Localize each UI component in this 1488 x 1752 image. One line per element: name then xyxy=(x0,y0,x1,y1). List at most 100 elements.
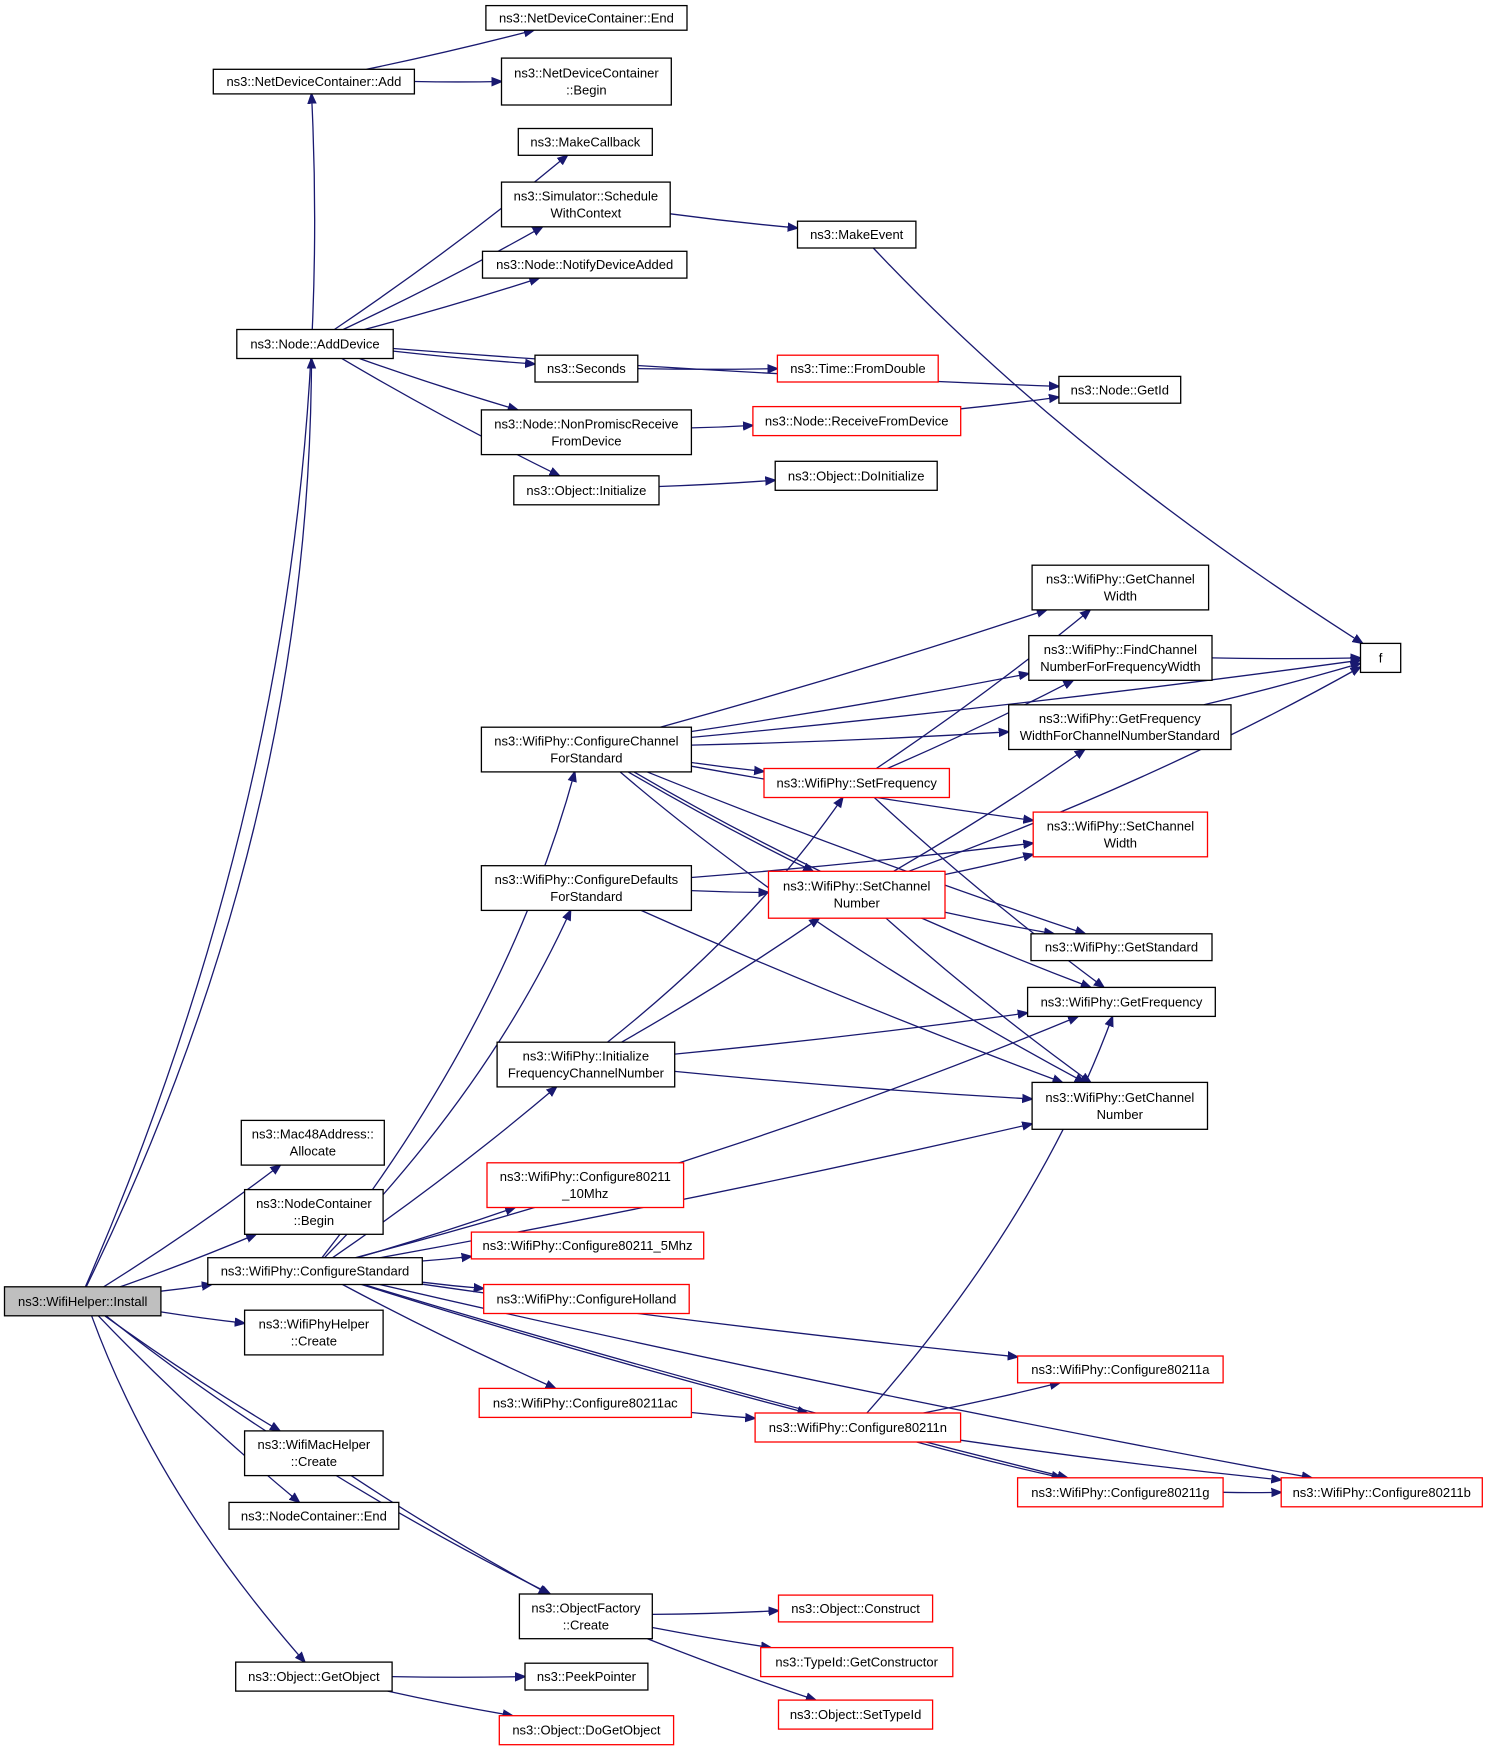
edge-n14-n15 xyxy=(658,480,775,488)
node-ns3-wifimachelper-create[interactable]: ns3::WifiMacHelper::Create xyxy=(243,1430,384,1477)
node-ns3-wifihelper-install[interactable]: ns3::WifiHelper::Install xyxy=(3,1286,162,1317)
edge-n0-n29 xyxy=(103,1165,281,1288)
edge-n33-n40 xyxy=(363,1283,1068,1478)
node-label: ns3::WifiPhy::SetChannel xyxy=(783,879,931,894)
node-ns3-wifiphy-configurechannelforstandard[interactable]: ns3::WifiPhy::ConfigureChannelForStandar… xyxy=(480,726,693,773)
node-ns3-wifiphy-configure80211-5mhz[interactable]: ns3::WifiPhy::Configure80211_5Mhz xyxy=(470,1231,705,1260)
node-ns3-wifiphy-setfrequency[interactable]: ns3::WifiPhy::SetFrequency xyxy=(763,767,951,799)
node-ns3-netdevicecontainer-end[interactable]: ns3::NetDeviceContainer::End xyxy=(485,4,688,31)
node-label: ns3::WifiPhy::Configure80211 xyxy=(500,1169,671,1184)
node-box xyxy=(754,1412,962,1443)
node-label: ::Begin xyxy=(566,83,606,98)
node-box xyxy=(500,181,671,228)
node-ns3-time-fromdouble[interactable]: ns3::Time::FromDouble xyxy=(776,354,939,383)
node-ns3-netdevicecontainer-begin[interactable]: ns3::NetDeviceContainer::Begin xyxy=(500,57,672,106)
node-box xyxy=(243,1188,384,1235)
node-ns3-mac48address-allocate[interactable]: ns3::Mac48Address::Allocate xyxy=(240,1119,385,1166)
node-ns3-wifiphy-configuredefaultsforstandard[interactable]: ns3::WifiPhy::ConfigureDefaultsForStanda… xyxy=(480,865,693,912)
node-label: ns3::Simulator::Schedule xyxy=(514,188,659,203)
node-ns3-wifiphy-configure80211ac[interactable]: ns3::WifiPhy::Configure80211ac xyxy=(478,1387,693,1419)
node-ns3-wifiphyhelper-create[interactable]: ns3::WifiPhyHelper::Create xyxy=(243,1309,384,1356)
edge-n20-n16 xyxy=(691,660,1360,739)
node-ns3-wifiphy-configure80211b[interactable]: ns3::WifiPhy::Configure80211b xyxy=(1280,1477,1483,1508)
edge-n33-n26 xyxy=(355,1017,1078,1259)
edge-n33-n37 xyxy=(342,1283,556,1389)
node-ns3-wifiphy-configurestandard[interactable]: ns3::WifiPhy::ConfigureStandard xyxy=(207,1257,423,1286)
edge-n21-n26 xyxy=(873,797,1104,988)
node-ns3-makecallback[interactable]: ns3::MakeCallback xyxy=(517,127,653,156)
edge-n33-n38 xyxy=(361,1283,808,1414)
node-box xyxy=(774,460,938,491)
node-ns3-wifiphy-configureholland[interactable]: ns3::WifiPhy::ConfigureHolland xyxy=(483,1283,690,1315)
node-ns3-object-doinitialize[interactable]: ns3::Object::DoInitialize xyxy=(774,460,938,491)
edge-n4-n8 xyxy=(364,278,539,331)
node-ns3-object-construct[interactable]: ns3::Object::Construct xyxy=(777,1594,934,1623)
node-box xyxy=(1030,933,1213,962)
edge-n0-n31 xyxy=(119,1234,256,1288)
node-box xyxy=(240,1119,385,1166)
node-ns3-seconds[interactable]: ns3::Seconds xyxy=(534,354,639,383)
node-ns3-node-getid[interactable]: ns3::Node::GetId xyxy=(1058,375,1182,404)
node-label: ns3::WifiPhy::GetFrequency xyxy=(1041,994,1203,1009)
node-ns3-typeid-getconstructor[interactable]: ns3::TypeId::GetConstructor xyxy=(760,1646,954,1678)
edge-n37-n38 xyxy=(691,1411,755,1419)
node-f[interactable]: f xyxy=(1359,642,1402,674)
node-label: ForStandard xyxy=(550,889,622,904)
node-label: _10Mhz xyxy=(561,1186,608,1201)
edge-n33-n32 xyxy=(422,1256,471,1261)
node-ns3-object-getobject[interactable]: ns3::Object::GetObject xyxy=(235,1661,393,1692)
node-box xyxy=(796,220,917,249)
node-ns3-wifiphy-initializefrequencychannelnumber[interactable]: ns3::WifiPhy::InitializeFrequencyChannel… xyxy=(496,1041,676,1088)
node-box xyxy=(1280,1477,1483,1508)
edge-n33-n34 xyxy=(422,1281,484,1288)
node-ns3-object-dogetobject[interactable]: ns3::Object::DoGetObject xyxy=(498,1715,675,1746)
node-ns3-wifiphy-getstandard[interactable]: ns3::WifiPhy::GetStandard xyxy=(1030,933,1213,962)
node-label: ns3::WifiPhy::Initialize xyxy=(523,1049,649,1064)
node-label: ::Create xyxy=(563,1617,609,1632)
node-ns3-netdevicecontainer-add[interactable]: ns3::NetDeviceContainer::Add xyxy=(212,68,416,95)
node-ns3-object-settypeid[interactable]: ns3::Object::SetTypeId xyxy=(777,1699,934,1730)
node-ns3-peekpointer[interactable]: ns3::PeekPointer xyxy=(524,1662,649,1691)
node-label: ns3::NodeContainer xyxy=(256,1196,372,1211)
node-ns3-wifiphy-findchannelnumberforfrequencywidth[interactable]: ns3::WifiPhy::FindChannelNumberForFreque… xyxy=(1028,634,1213,681)
node-ns3-objectfactory-create[interactable]: ns3::ObjectFactory::Create xyxy=(518,1593,653,1640)
node-ns3-wifiphy-configure80211a[interactable]: ns3::WifiPhy::Configure80211a xyxy=(1016,1355,1224,1384)
node-layer: ns3::WifiHelper::Install ns3::NetDeviceCo… xyxy=(3,4,1483,1746)
node-label: ns3::Time::FromDouble xyxy=(790,361,925,376)
node-ns3-wifiphy-getfrequencywidthforchannelnumberstandard[interactable]: ns3::WifiPhy::GetFrequencyWidthForChanne… xyxy=(1008,704,1232,751)
edge-n4-n12 xyxy=(359,357,518,410)
node-ns3-nodecontainer-end[interactable]: ns3::NodeContainer::End xyxy=(228,1501,400,1530)
node-ns3-wifiphy-getfrequency[interactable]: ns3::WifiPhy::GetFrequency xyxy=(1026,986,1216,1018)
edge-n33-n27 xyxy=(332,1087,557,1259)
edge-n0-n1 xyxy=(84,94,314,1288)
node-ns3-node-notifydeviceadded[interactable]: ns3::Node::NotifyDeviceAdded xyxy=(481,250,688,279)
node-box xyxy=(752,405,962,437)
node-label: ns3::Object::SetTypeId xyxy=(790,1707,922,1722)
edge-n6-n7 xyxy=(670,213,797,228)
node-label: Allocate xyxy=(290,1144,336,1159)
node-label: Width xyxy=(1104,589,1137,604)
edge-n46-n49 xyxy=(387,1690,513,1716)
node-ns3-wifiphy-configure80211n[interactable]: ns3::WifiPhy::Configure80211n xyxy=(754,1412,962,1443)
node-ns3-wifiphy-configure80211-10mhz[interactable]: ns3::WifiPhy::Configure80211_10Mhz xyxy=(486,1162,685,1209)
node-ns3-node-receivefromdevice[interactable]: ns3::Node::ReceiveFromDevice xyxy=(752,405,962,437)
node-ns3-nodecontainer-begin[interactable]: ns3::NodeContainer::Begin xyxy=(243,1188,384,1235)
node-label: ns3::WifiPhy::Configure80211b xyxy=(1293,1485,1471,1500)
node-ns3-node-adddevice[interactable]: ns3::Node::AddDevice xyxy=(236,328,394,360)
node-ns3-makeevent[interactable]: ns3::MakeEvent xyxy=(796,220,917,249)
edge-n20-n18 xyxy=(691,674,1028,733)
node-label: ns3::WifiPhy::FindChannel xyxy=(1044,642,1197,657)
edge-n23-n28 xyxy=(640,909,1062,1082)
node-ns3-object-initialize[interactable]: ns3::Object::Initialize xyxy=(513,475,660,506)
edge-n4-n9 xyxy=(393,350,535,364)
node-label: ns3::WifiPhy::ConfigureDefaults xyxy=(495,872,679,887)
node-label: ns3::WifiPhy::Configure80211_5Mhz xyxy=(482,1238,692,1253)
edge-n0-n42 xyxy=(97,1315,299,1503)
node-ns3-wifiphy-configure80211g[interactable]: ns3::WifiPhy::Configure80211g xyxy=(1016,1477,1224,1508)
